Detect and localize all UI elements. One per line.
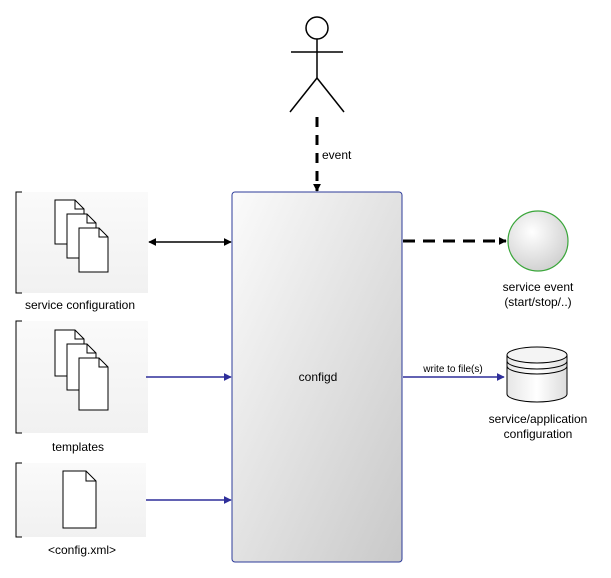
configd-label: configd <box>299 370 338 384</box>
service-event-circle <box>507 210 569 272</box>
documents-icon <box>54 199 109 273</box>
config-xml-label: <config.xml> <box>48 543 116 557</box>
service-configuration-label: service configuration <box>25 298 135 312</box>
config-xml-panel <box>15 462 146 538</box>
templates-panel <box>15 320 148 434</box>
event-label: event <box>322 148 352 162</box>
templates-documents-icon <box>54 329 109 411</box>
templates-label: templates <box>52 440 104 454</box>
service-event-label-line2: (start/stop/..) <box>504 295 571 309</box>
service-application-label-line2: configuration <box>504 427 573 441</box>
configd-process-box <box>231 191 403 563</box>
actor-icon <box>289 16 345 113</box>
write-to-files-label: write to file(s) <box>422 364 482 375</box>
service-event-label-line1: service event <box>503 280 574 294</box>
service-configuration-panel <box>15 191 148 294</box>
database-icon <box>506 346 568 403</box>
document-icon <box>62 470 97 529</box>
service-application-label-line1: service/application <box>489 412 588 426</box>
